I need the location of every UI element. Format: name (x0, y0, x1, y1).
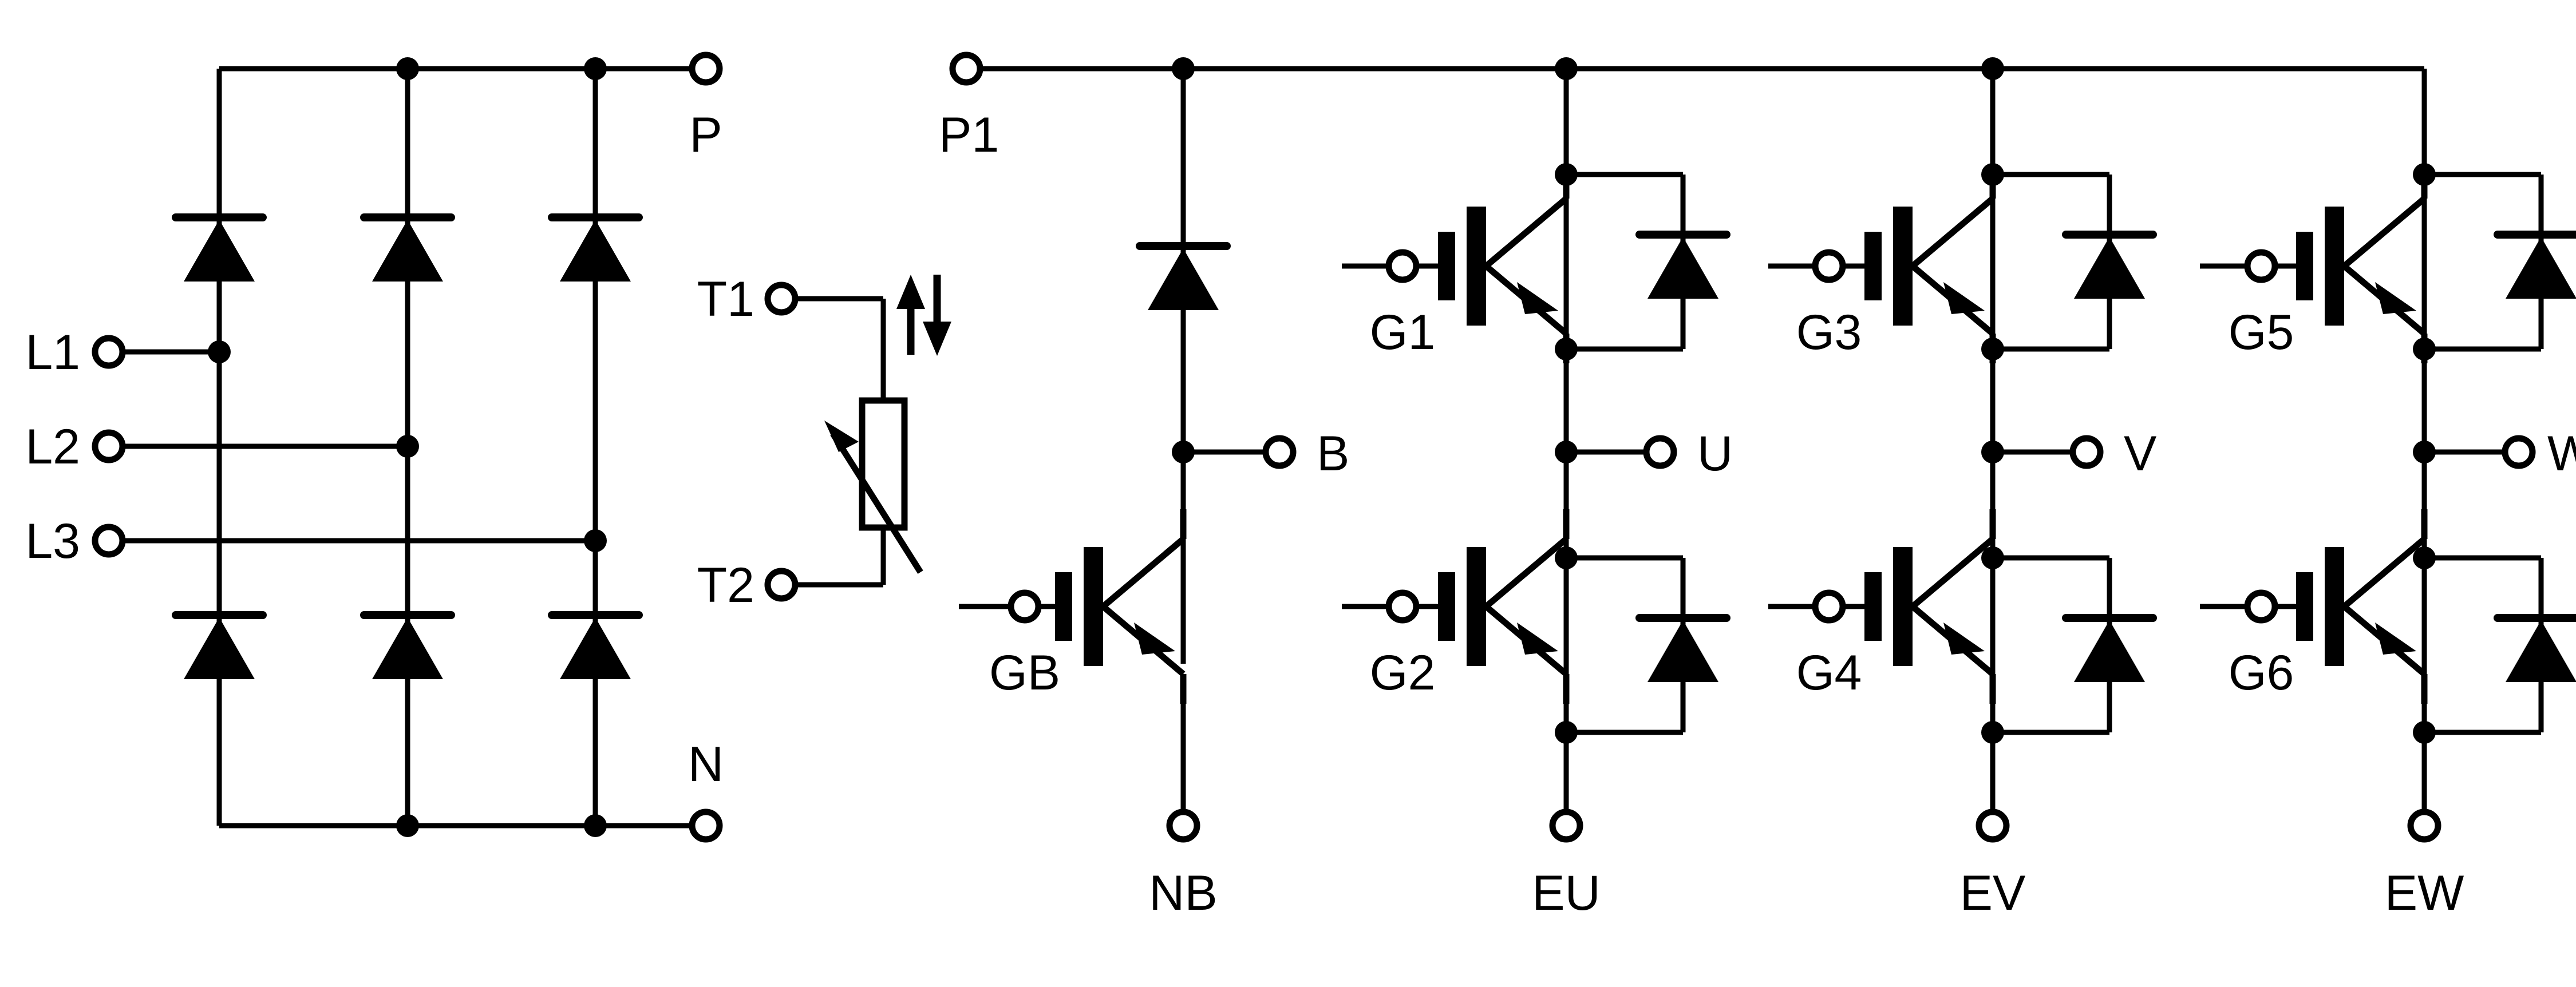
label-t1: T1 (697, 272, 754, 327)
terminal-ev[interactable] (1976, 808, 2010, 843)
inverter-leg-v: G3 V G4 EV (1768, 69, 2156, 921)
label-g3: G3 (1796, 305, 1862, 360)
junction-dot (1555, 441, 1578, 463)
rectifier-bridge: P N L1 L2 L3 (25, 51, 724, 843)
junction-dot (1981, 163, 2004, 186)
label-p: P (689, 108, 722, 162)
junction-dot (1981, 338, 2004, 360)
terminal-p1[interactable] (949, 51, 983, 86)
freewheel-diode-d5 (2498, 235, 2576, 299)
rectifier-diode-d3 (552, 217, 639, 282)
terminal-g1[interactable] (1385, 249, 1420, 283)
junction-dot (1981, 441, 2004, 463)
freewheel-diode-d6 (2498, 618, 2576, 682)
label-w: W (2547, 426, 2576, 481)
terminal-v[interactable] (2069, 435, 2104, 469)
terminal-gb[interactable] (1008, 589, 1042, 624)
terminal-ew[interactable] (2407, 808, 2441, 843)
brake-chopper: B GB NB (959, 69, 1349, 921)
terminal-p[interactable] (689, 51, 723, 86)
label-g5: G5 (2229, 305, 2294, 360)
label-g6: G6 (2229, 645, 2294, 700)
terminal-n[interactable] (689, 808, 723, 843)
junction-dot (1172, 441, 1195, 463)
label-l3: L3 (25, 514, 80, 569)
label-ev: EV (1960, 866, 2026, 921)
temperature-dependency-icon (896, 275, 951, 356)
rectifier-diode-d1 (176, 217, 263, 282)
freewheel-diode-d2 (1639, 618, 1726, 682)
junction-dot (1555, 163, 1578, 186)
junction-dot (2413, 338, 2436, 360)
junction-dot (208, 340, 231, 363)
terminal-l3[interactable] (92, 524, 126, 558)
rectifier-diode-d4 (176, 615, 263, 679)
label-ew: EW (2385, 866, 2464, 921)
terminal-eu[interactable] (1549, 808, 1583, 843)
junction-dot (584, 529, 607, 552)
junction-dot (1981, 546, 2004, 569)
label-g2: G2 (1370, 645, 1436, 700)
label-n: N (688, 737, 724, 792)
rectifier-diode-d2 (364, 217, 451, 282)
label-u: U (1697, 426, 1733, 481)
terminal-l1[interactable] (92, 335, 126, 369)
junction-dot (396, 814, 419, 837)
junction-dot (1555, 338, 1578, 360)
label-nb: NB (1149, 866, 1217, 921)
label-p1: P1 (939, 108, 999, 162)
terminal-g5[interactable] (2244, 249, 2278, 283)
terminal-g4[interactable] (1812, 589, 1846, 624)
label-t2: T2 (697, 558, 754, 613)
rectifier-diode-d5 (364, 615, 451, 679)
brake-diode (1140, 246, 1227, 310)
terminal-nb[interactable] (1166, 808, 1200, 843)
label-b: B (1317, 426, 1349, 481)
inverter-leg-w: G5 W G6 EW (2200, 69, 2576, 921)
rectifier-diode-d6 (552, 615, 639, 679)
dc-positive-bus: P1 (939, 51, 2424, 162)
terminal-g3[interactable] (1812, 249, 1846, 283)
terminal-l2[interactable] (92, 429, 126, 463)
junction-dot (396, 57, 419, 80)
freewheel-diode-d1 (1639, 235, 1726, 299)
terminal-t1[interactable] (764, 282, 799, 316)
terminal-g6[interactable] (2244, 589, 2278, 624)
label-g1: G1 (1370, 305, 1436, 360)
junction-dot (2413, 721, 2436, 744)
terminal-g2[interactable] (1385, 589, 1420, 624)
junction-dot (2413, 163, 2436, 186)
label-g4: G4 (1796, 645, 1862, 700)
junction-dot (584, 57, 607, 80)
freewheel-diode-d4 (2066, 618, 2153, 682)
label-eu: EU (1532, 866, 1600, 921)
label-l2: L2 (25, 419, 80, 474)
junction-dot (1555, 546, 1578, 569)
terminal-w[interactable] (2502, 435, 2536, 469)
terminal-b[interactable] (1262, 435, 1297, 469)
label-v: V (2124, 426, 2156, 481)
terminal-u[interactable] (1643, 435, 1677, 469)
inverter-leg-u: G1 U G2 EU (1342, 69, 1733, 921)
ntc-variability-arrowhead (824, 421, 859, 452)
junction-dot (2413, 441, 2436, 463)
label-gb: GB (989, 645, 1060, 700)
ntc-variability-line (830, 432, 923, 574)
junction-dot (396, 435, 419, 458)
label-l1: L1 (25, 325, 80, 380)
junction-dot (2413, 546, 2436, 569)
ntc-thermistor-block: T1 T2 (697, 272, 951, 613)
terminal-t2[interactable] (764, 568, 799, 602)
junction-dot (584, 814, 607, 837)
freewheel-diode-d3 (2066, 235, 2153, 299)
junction-dot (1555, 721, 1578, 744)
junction-dot (1981, 721, 2004, 744)
